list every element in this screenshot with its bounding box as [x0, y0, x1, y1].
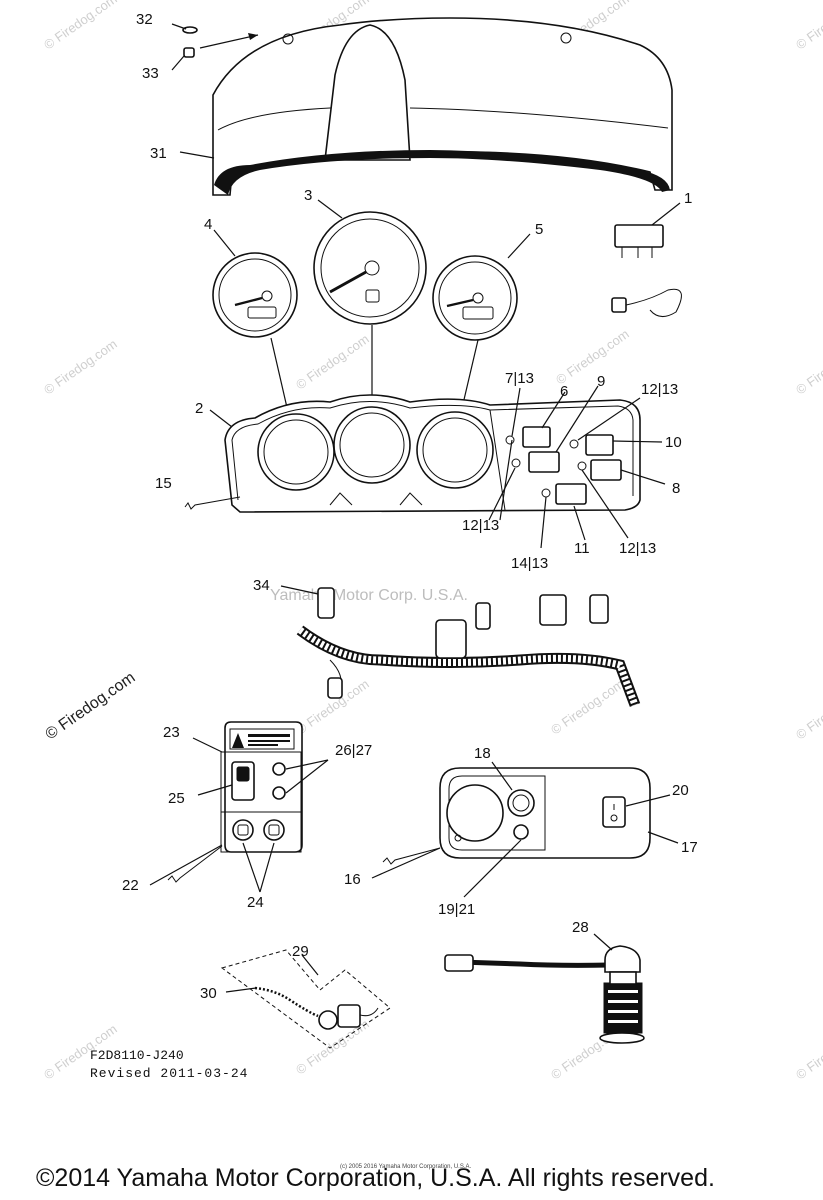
- part-switch-panel: [220, 721, 303, 853]
- callout: 11: [574, 540, 590, 557]
- callout: 2: [195, 400, 203, 417]
- watermark: © Firedog.com: [793, 681, 823, 742]
- part-gauge-left: [212, 252, 298, 338]
- callout: 9: [597, 373, 605, 390]
- part-gauge-right: [432, 255, 518, 341]
- callout: 24: [247, 894, 264, 911]
- callout: 34: [253, 577, 270, 594]
- watermark: © Firedog.com: [553, 326, 632, 387]
- leader-lines: [149, 23, 681, 993]
- callout: 17: [681, 839, 698, 856]
- part-cover: [212, 17, 673, 196]
- watermark: © Firedog.com: [793, 0, 823, 52]
- callout: 19|21: [438, 901, 475, 918]
- callout: 8: [672, 480, 680, 497]
- copyright-notice: ©2014 Yamaha Motor Corporation, U.S.A. A…: [36, 1164, 715, 1192]
- part-wire-harness: [296, 587, 641, 707]
- watermark: © Firedog.com: [293, 331, 372, 392]
- callouts: 32 33 31 1 3 4 5 2 7|13 6 9 12|13 10 8 1…: [122, 11, 698, 1002]
- callout: 5: [535, 221, 543, 238]
- callout: 12|13: [641, 381, 678, 398]
- callout: 28: [572, 919, 589, 936]
- part-transducer: [444, 945, 645, 1044]
- callout: 30: [200, 985, 217, 1002]
- part-relay: [611, 224, 682, 317]
- revised-date: Revised 2011-03-24: [90, 1066, 248, 1081]
- watermark: © Firedog.com: [793, 1021, 823, 1082]
- callout: 26|27: [335, 742, 372, 759]
- callout: 31: [150, 145, 167, 162]
- callout: 4: [204, 216, 212, 233]
- watermark-layer: © Firedog.com © Firedog.com © Firedog.co…: [41, 0, 823, 1082]
- drawing-code: F2D8110-J240: [90, 1048, 184, 1063]
- part-washer: [182, 26, 198, 34]
- fine-print: (c) 2005 2016 Yamaha Motor Corporation, …: [340, 1164, 472, 1170]
- callout: 18: [474, 745, 491, 762]
- callout: 12|13: [462, 517, 499, 534]
- callout: 23: [163, 724, 180, 741]
- callout: 1: [684, 190, 692, 207]
- part-accessory-panel: [439, 767, 651, 859]
- callout: 32: [136, 11, 153, 28]
- callout: 22: [122, 877, 139, 894]
- callout: 6: [560, 383, 568, 400]
- callout: 12|13: [619, 540, 656, 557]
- part-nut: [183, 47, 195, 58]
- callout: 16: [344, 871, 361, 888]
- watermark: © Firedog.com: [41, 0, 120, 52]
- callout: 14|13: [511, 555, 548, 572]
- callout: 33: [142, 65, 159, 82]
- part-meter-panel: [224, 394, 641, 513]
- callout: 20: [672, 782, 689, 799]
- watermark: © Firedog.com: [793, 336, 823, 397]
- watermark-large: © Firedog.com: [43, 669, 139, 743]
- callout: 3: [304, 187, 312, 204]
- callout: 15: [155, 475, 172, 492]
- callout: 10: [665, 434, 682, 451]
- part-speedometer: [313, 211, 427, 325]
- part-kit: [220, 949, 391, 1049]
- watermark: © Firedog.com: [548, 676, 627, 737]
- callout: 7|13: [505, 370, 534, 387]
- callout: 29: [292, 943, 309, 960]
- callout: 25: [168, 790, 185, 807]
- watermark: © Firedog.com: [41, 336, 120, 397]
